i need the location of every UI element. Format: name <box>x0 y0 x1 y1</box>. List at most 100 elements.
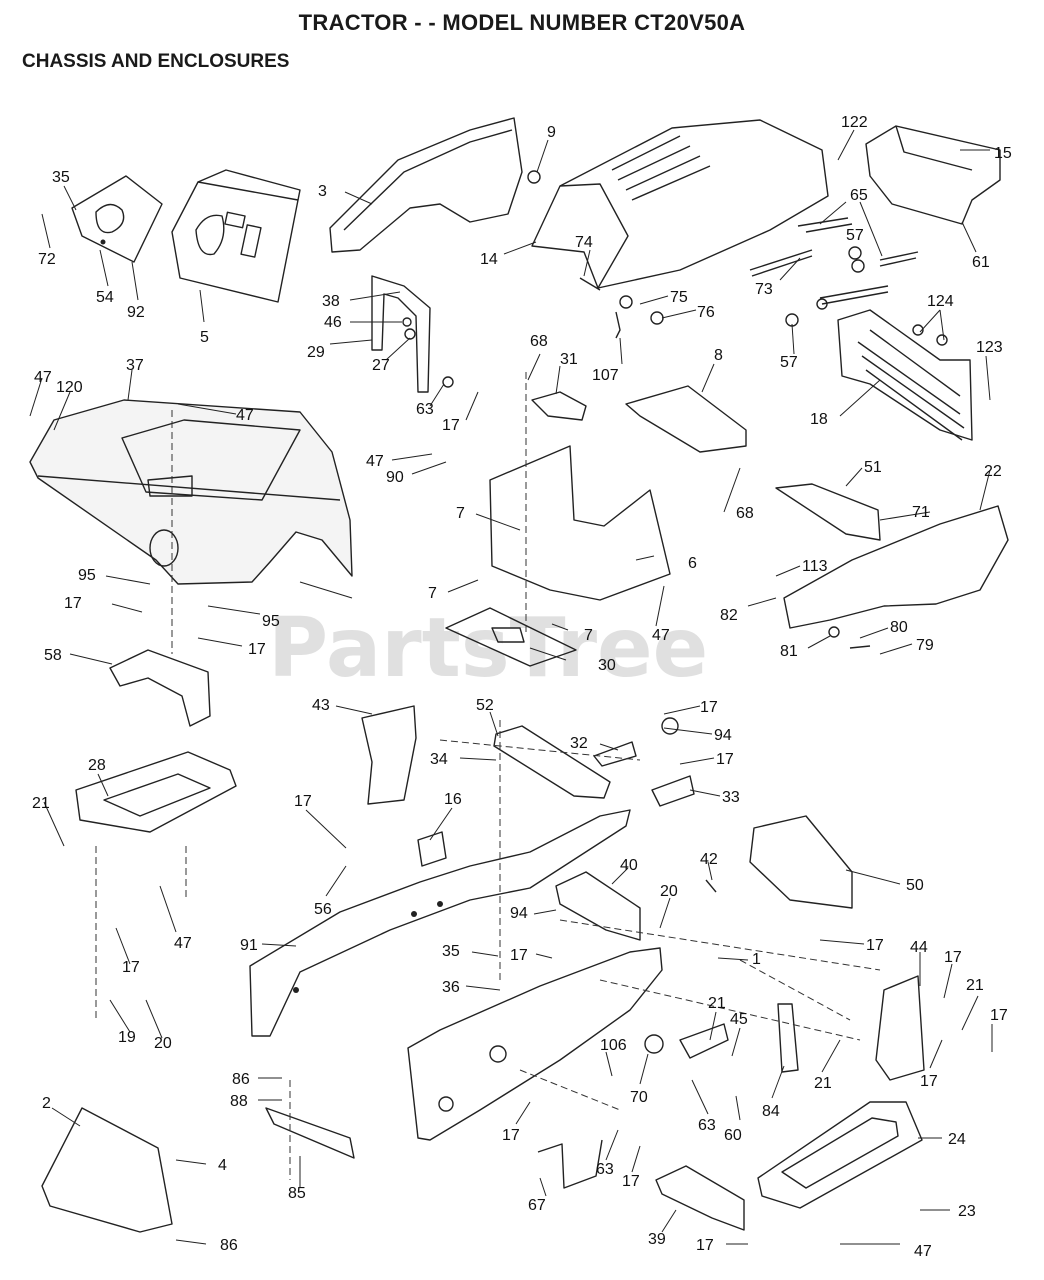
callout-113: 113 <box>802 558 828 575</box>
callout-80: 80 <box>890 619 908 636</box>
callout-15: 15 <box>994 145 1012 162</box>
callout-47: 47 <box>652 627 670 644</box>
callout-17: 17 <box>696 1237 714 1254</box>
left-frame-rail <box>249 809 631 1037</box>
callout-17: 17 <box>866 937 884 954</box>
callout-24: 24 <box>948 1131 966 1148</box>
callout-43: 43 <box>312 697 330 714</box>
callout-75: 75 <box>670 289 688 306</box>
callout-17: 17 <box>502 1127 520 1144</box>
dash-support-bracket <box>371 275 454 393</box>
callout-84: 84 <box>762 1103 780 1120</box>
callout-17: 17 <box>248 641 266 658</box>
section-subtitle: CHASSIS AND ENCLOSURES <box>22 51 290 72</box>
front-grille-bracket <box>865 125 1001 225</box>
callout-31: 31 <box>560 351 578 368</box>
callout-95: 95 <box>262 613 280 630</box>
callout-60: 60 <box>724 1127 742 1144</box>
callout-79: 79 <box>916 637 934 654</box>
bolt-42 <box>705 879 717 893</box>
callout-9: 9 <box>547 124 556 141</box>
callout-17: 17 <box>990 1007 1008 1024</box>
bracket-39 <box>655 1165 745 1231</box>
callout-91: 91 <box>240 937 258 954</box>
callout-28: 28 <box>88 757 106 774</box>
washer-70 <box>644 1034 664 1054</box>
callout-82: 82 <box>720 607 738 624</box>
callout-70: 70 <box>630 1089 648 1106</box>
bracket-71 <box>775 483 881 541</box>
leader-lines <box>29 129 993 1245</box>
page-title: TRACTOR - - MODEL NUMBER CT20V50A <box>298 10 746 35</box>
rear-fender <box>29 399 353 585</box>
bracket-40 <box>555 871 641 941</box>
callout-17: 17 <box>920 1073 938 1090</box>
callout-19: 19 <box>118 1029 136 1046</box>
callout-17: 45 <box>730 1011 748 1028</box>
callout-61: 61 <box>972 254 990 271</box>
callout-39: 39 <box>648 1231 666 1248</box>
callout-120: 120 <box>56 379 83 396</box>
callout-34: 34 <box>430 751 448 768</box>
callout-107: 107 <box>592 367 619 384</box>
callout-37: 37 <box>126 357 144 374</box>
callout-17: 17 <box>122 959 140 976</box>
callout-2: 2 <box>42 1095 51 1112</box>
callout-17: 17 <box>64 595 82 612</box>
nut-9 <box>527 170 541 184</box>
callout-21: 21 <box>966 977 984 994</box>
callout-14: 14 <box>480 251 498 268</box>
callout-8: 8 <box>714 347 723 364</box>
callout-47: 47 <box>174 935 192 952</box>
callout-45: 21 <box>708 995 726 1012</box>
callout-20: 20 <box>154 1035 172 1052</box>
dash-cover-plate <box>71 175 163 263</box>
callout-63: 63 <box>596 1161 614 1178</box>
callout-17: 17 <box>622 1173 640 1190</box>
hood-hinge-rods <box>749 217 919 327</box>
callout-44: 44 <box>910 939 928 956</box>
front-grille <box>837 309 973 441</box>
callout-68: 68 <box>736 505 754 522</box>
front-axle-bracket <box>749 815 853 909</box>
callout-21: 21 <box>32 795 50 812</box>
callout-47: 47 <box>366 453 384 470</box>
callout-47: 47 <box>914 1243 932 1260</box>
callout-57: 57 <box>780 354 798 371</box>
callout-17: 17 <box>716 751 734 768</box>
callout-17: 17 <box>510 947 528 964</box>
callout-52: 52 <box>476 697 494 714</box>
bracket-85 <box>265 1107 355 1159</box>
callout-86: 86 <box>220 1237 238 1254</box>
callout-6: 6 <box>688 555 697 572</box>
callout-5: 5 <box>200 329 209 346</box>
callout-38: 38 <box>322 293 340 310</box>
front-bracket-44 <box>875 975 925 1081</box>
callout-124: 124 <box>927 293 954 310</box>
dash-panel <box>171 169 301 303</box>
callout-36: 36 <box>442 979 460 996</box>
callout-88: 88 <box>230 1093 248 1110</box>
callout-123: 123 <box>976 339 1003 356</box>
callout-4: 4 <box>218 1157 227 1174</box>
callout-54: 54 <box>96 289 114 306</box>
seat-plate <box>75 751 237 833</box>
callout-17: 17 <box>700 699 718 716</box>
callout-94: 94 <box>510 905 528 922</box>
callout-21: 21 <box>814 1075 832 1092</box>
floor-mat <box>445 607 577 667</box>
callout-56: 56 <box>314 901 332 918</box>
hood <box>531 119 829 289</box>
bracket-33 <box>651 775 695 807</box>
right-frame-rail <box>407 947 663 1141</box>
callout-32: 32 <box>570 735 588 752</box>
callout-65: 65 <box>850 187 868 204</box>
callout-81: 81 <box>780 643 798 660</box>
callout-3: 3 <box>318 183 327 200</box>
rear-bracket <box>109 649 211 727</box>
callout-35: 35 <box>442 943 460 960</box>
callout-labels: 9 3 14 122 15 35 72 54 92 5 65 57 61 74 … <box>32 114 1012 1260</box>
callout-50: 50 <box>906 877 924 894</box>
callout-30: 30 <box>598 657 616 674</box>
